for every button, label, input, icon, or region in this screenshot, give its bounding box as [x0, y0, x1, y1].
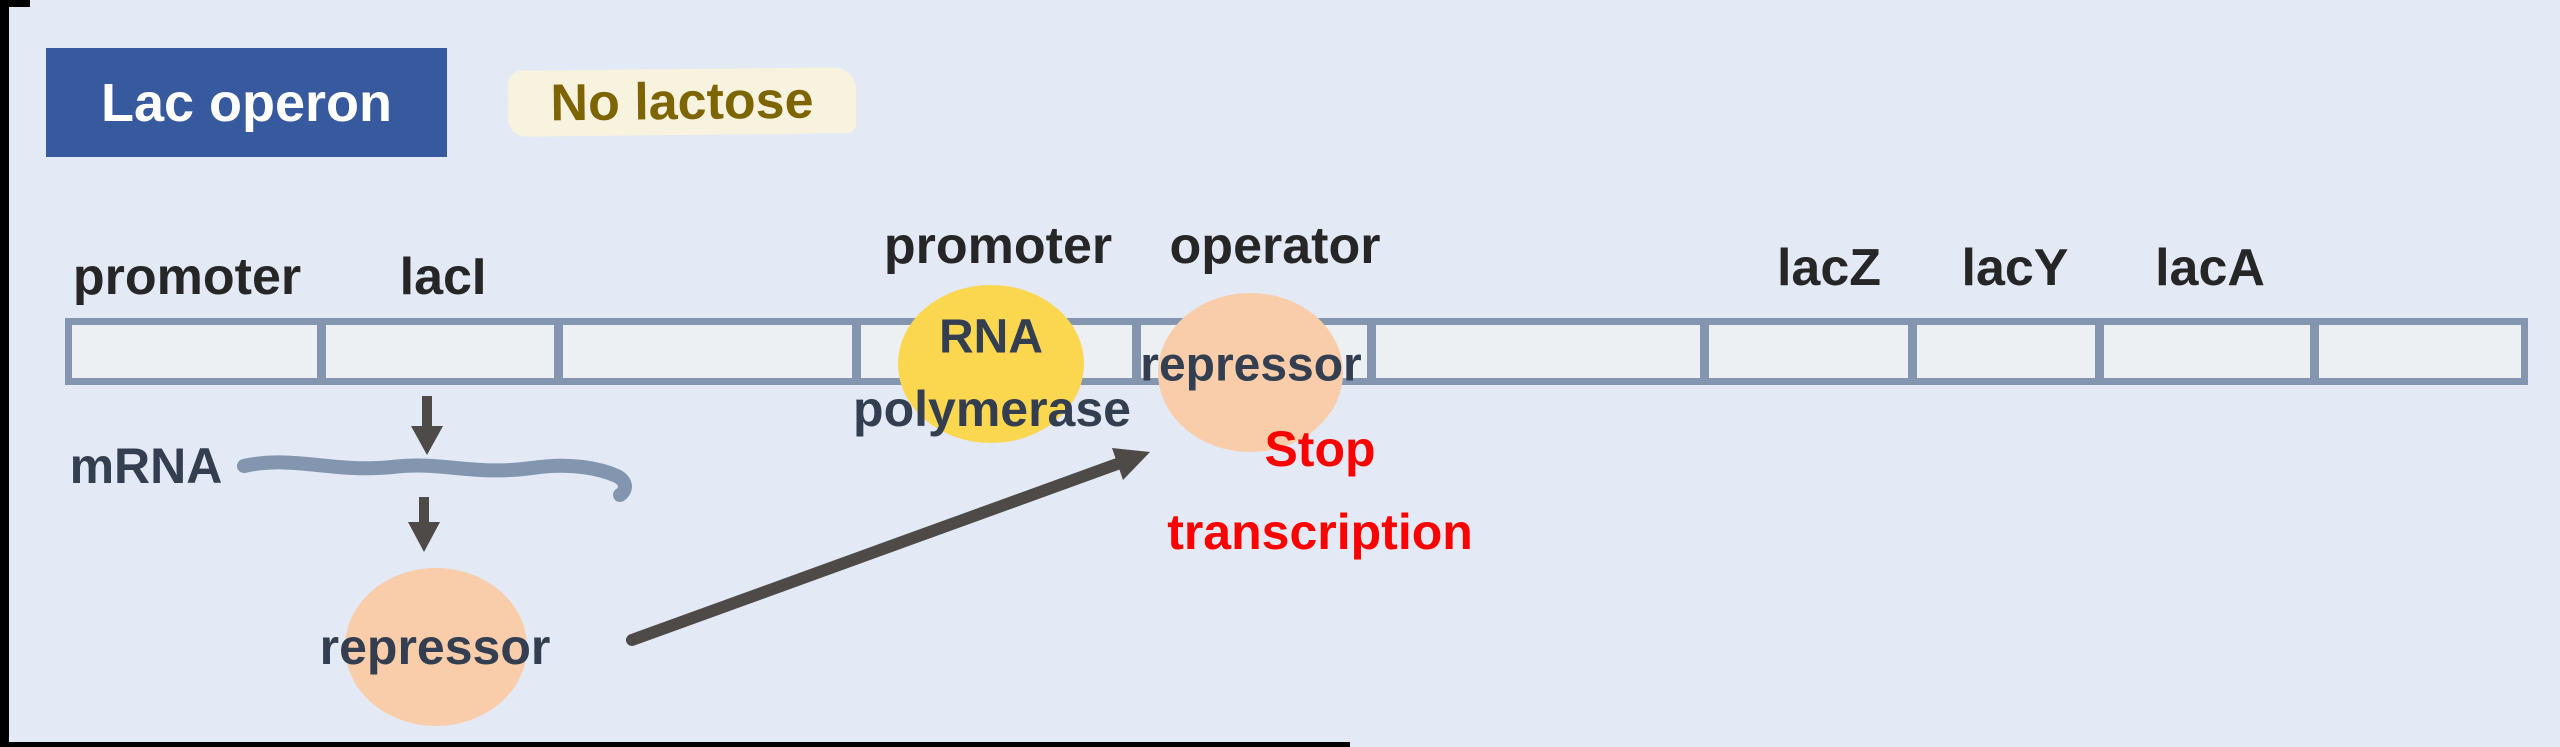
translation-down-arrow-icon — [408, 497, 440, 552]
transcription-down-arrow-icon — [411, 396, 443, 455]
label-lacA: lacA — [2155, 239, 2265, 297]
dna-segment-lacZ — [1709, 325, 1909, 378]
label-lacI: lacI — [399, 248, 487, 306]
label-promoter-2: promoter — [883, 217, 1113, 275]
condition-highlight: No lactose — [507, 67, 857, 137]
dna-segment-promoter-1 — [72, 325, 318, 378]
label-repressor-free: repressor — [319, 619, 551, 675]
left-black-edge — [0, 0, 9, 747]
bottom-black-edge — [0, 742, 1350, 747]
rna-polymerase-blob — [898, 285, 1084, 443]
repressor-binding-arrow-icon — [626, 448, 1150, 646]
dna-segment-spacer-2 — [1376, 325, 1701, 378]
repressor-blob-bound — [1158, 293, 1343, 452]
stop-transcription-annotation: Stop transcription — [1167, 408, 1473, 574]
label-repressor-bound: repressor — [1140, 338, 1362, 392]
label-operator: operator — [1169, 217, 1381, 275]
page-title: Lac operon — [100, 72, 393, 133]
dna-segment-spacer-1 — [563, 325, 853, 378]
label-rna: RNA — [939, 310, 1043, 364]
label-lacZ: lacZ — [1776, 239, 1882, 297]
mrna-strand-icon — [237, 455, 632, 502]
label-promoter-1: promoter — [72, 248, 302, 306]
lac-operon-title-box: Lac operon — [46, 48, 447, 157]
dna-segment-lacI — [326, 325, 555, 378]
label-mrna: mRNA — [69, 438, 223, 494]
dna-segment-lacA — [2104, 325, 2311, 378]
stop-line-2: transcription — [1167, 504, 1473, 560]
dna-segment-spacer-3 — [2319, 325, 2521, 378]
dna-segment-lacY — [1917, 325, 2096, 378]
top-left-black-edge — [0, 0, 30, 7]
label-polymerase: polymerase — [853, 381, 1131, 437]
stop-line-1: Stop — [1264, 421, 1376, 477]
label-lacY: lacY — [1961, 239, 2069, 297]
repressor-blob-free — [345, 568, 527, 726]
condition-label: No lactose — [550, 71, 814, 133]
